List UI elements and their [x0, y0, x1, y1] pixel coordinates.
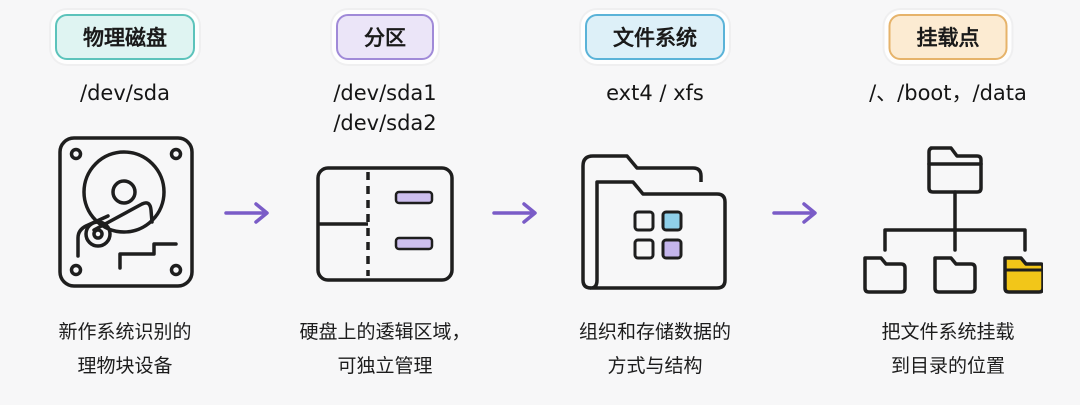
step-badge-label: 物理磁盘	[83, 26, 167, 50]
partition-icon	[316, 166, 454, 282]
filesystem-folder-icon	[581, 154, 727, 290]
description-line: 硬盘上的逶辑区域，	[299, 321, 471, 343]
step-description: 新作系统识别的 理物块设备	[10, 315, 240, 383]
mount-paths-line: /、/boot，/data	[869, 81, 1027, 105]
step-physical-disk: 物理磁盘 /dev/sda 新作系统识别的 理物块设备	[10, 0, 240, 405]
step-badge: 分区	[336, 14, 434, 60]
step-badge-label: 文件系统	[613, 26, 697, 50]
step-device-path: /dev/sda1 /dev/sda2	[270, 78, 500, 138]
step-badge: 物理磁盘	[55, 14, 195, 60]
step-description: 把文件系统挂载 到目录的位置	[833, 315, 1063, 383]
step-device-path: /dev/sda	[10, 78, 240, 108]
step-description: 硬盘上的逶辑区域， 可独立管理	[270, 315, 500, 383]
description-line: 组织和存储数据的	[578, 321, 731, 343]
description-line: 理物块设备	[77, 355, 173, 377]
arrow-right-icon	[772, 202, 817, 224]
description-line: 把文件系统挂载	[881, 321, 1015, 343]
device-path-line: /dev/sda	[80, 81, 170, 105]
description-line: 到目录的位置	[890, 355, 1005, 377]
step-badge-label: 挂载点	[916, 26, 980, 50]
step-badge: 文件系统	[585, 14, 725, 60]
step-badge: 挂载点	[888, 14, 1008, 60]
step-filesystem: 文件系统 ext4 / xfs 组织和存储数据的 方式与结构	[540, 0, 770, 405]
fs-types-line: ext4 / xfs	[606, 81, 704, 105]
step-device-path: /、/boot，/data	[833, 78, 1063, 108]
step-badge-label: 分区	[364, 26, 406, 50]
folder-tree-icon	[863, 146, 1043, 294]
step-device-path: ext4 / xfs	[540, 78, 770, 108]
arrow-right-icon	[224, 202, 269, 224]
step-mount-point: 挂载点 /、/boot，/data 把文件系统挂载 到目录的位置	[833, 0, 1063, 405]
description-line: 方式与结构	[607, 355, 703, 377]
description-line: 新作系统识别的	[58, 321, 192, 343]
description-line: 可独立管理	[337, 355, 433, 377]
step-description: 组织和存储数据的 方式与结构	[540, 315, 770, 383]
device-path-line: /dev/sda1	[333, 81, 437, 105]
hard-disk-icon	[58, 136, 194, 288]
device-path-line: /dev/sda2	[333, 111, 437, 135]
step-partition: 分区 /dev/sda1 /dev/sda2 硬盘上的逶辑区域， 可独立管理	[270, 0, 500, 405]
arrow-right-icon	[492, 202, 537, 224]
